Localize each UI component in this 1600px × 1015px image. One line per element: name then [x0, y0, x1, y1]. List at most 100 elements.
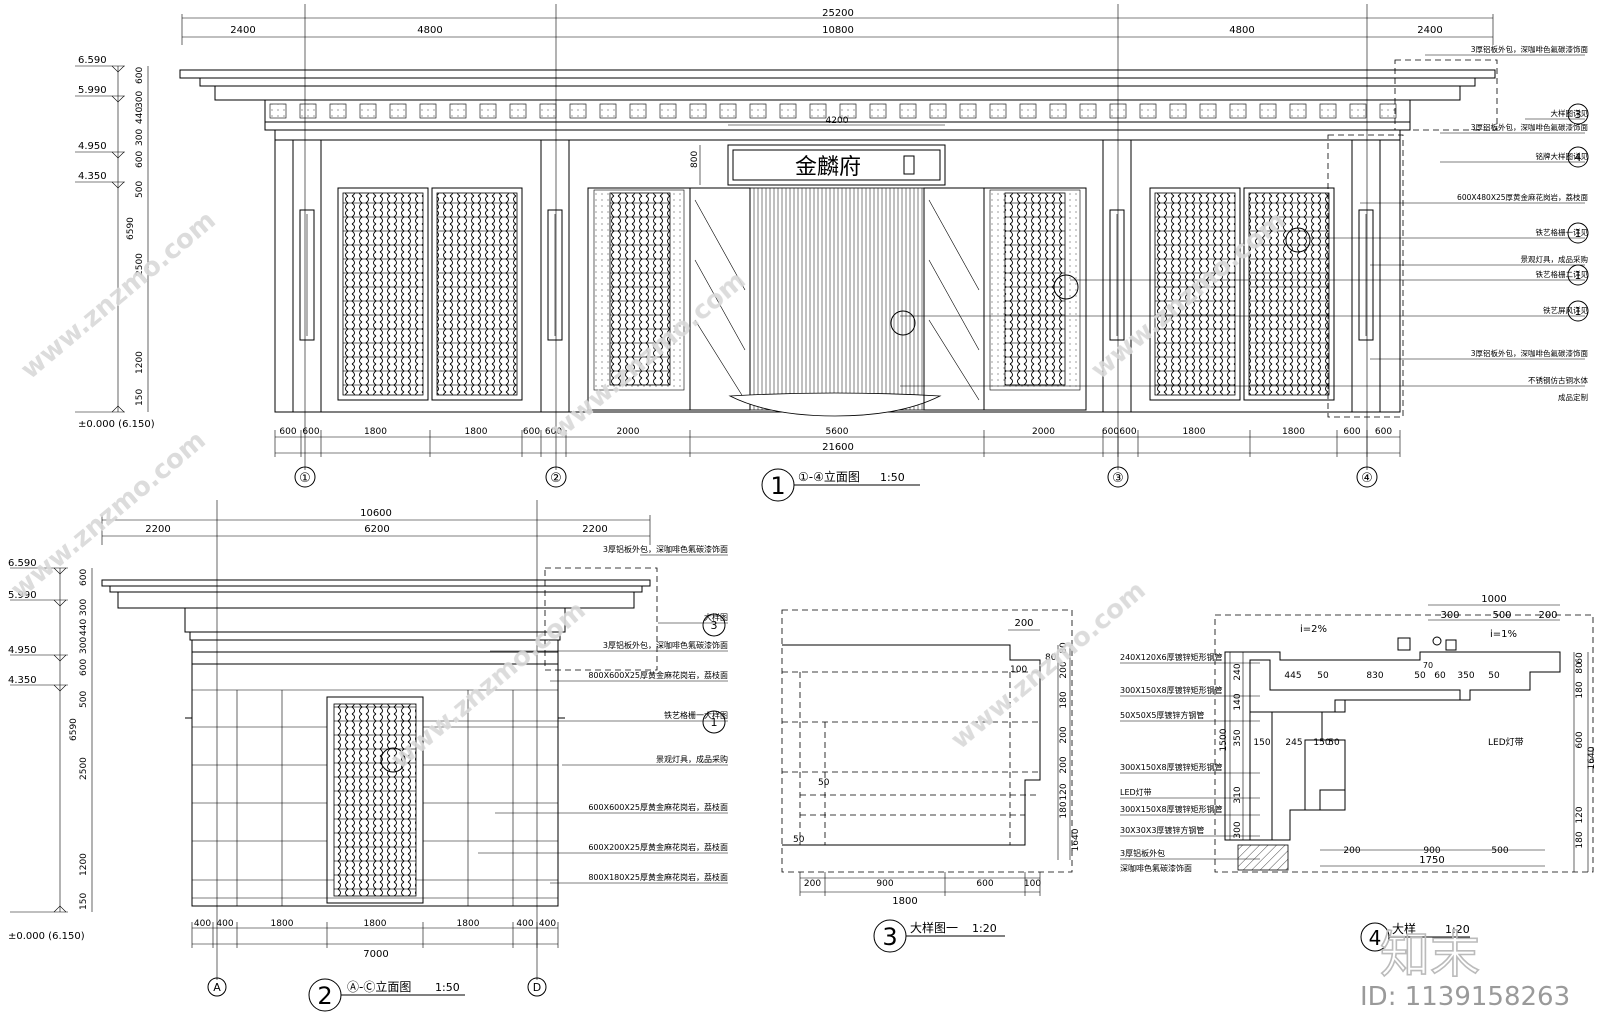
- frieze-block: [1379, 103, 1397, 119]
- watermark-text: www.znzmo.com: [15, 205, 221, 385]
- brand-logo-text: 知末: [1380, 926, 1480, 984]
- view1-bottom-dim: 1800: [1183, 427, 1206, 437]
- frieze-block: [509, 103, 527, 119]
- d3-right-dim: 180: [1059, 691, 1069, 708]
- frieze-block: [689, 103, 707, 119]
- view2-total: 7000: [363, 949, 388, 960]
- d3-right-dim: 1640: [1071, 828, 1081, 851]
- pillar-4: [1351, 139, 1381, 413]
- frieze-block: [899, 103, 917, 119]
- frieze-block: [989, 103, 1007, 119]
- level: 5.990: [8, 590, 37, 601]
- detail-ref-bubble: [702, 613, 726, 637]
- pillar-3: [1102, 139, 1132, 413]
- view1-note: 600X480X25厚黄金麻花岗岩，荔枝面: [1457, 192, 1588, 202]
- view2-dim: 2200: [582, 524, 607, 535]
- detail-ref-bubble: [1567, 264, 1589, 286]
- frieze-block: [599, 103, 617, 119]
- view1-note: 3厚铝板外包，深咖啡色氟碳漆饰面: [1471, 348, 1589, 358]
- view2-levels: 6.590 5.990 4.950 4.350 ±0.000 (6.150) 6…: [8, 558, 93, 942]
- view1-note: 大样图详见: [1551, 108, 1589, 118]
- frieze-block: [1229, 103, 1247, 119]
- level: 5.990: [78, 85, 107, 96]
- view2-bottom-dim: 1800: [457, 919, 480, 929]
- detail-ref: 1: [1575, 269, 1582, 282]
- frieze-block: [389, 103, 407, 119]
- vdim: 6590: [126, 217, 136, 240]
- d4-dim: 300: [1440, 610, 1459, 621]
- axis-label: ②: [550, 471, 562, 486]
- pillar-1: [292, 139, 322, 413]
- frieze-block: [629, 103, 647, 119]
- level: 6.590: [78, 55, 107, 66]
- frieze-block: [1109, 103, 1127, 119]
- view2-note: 3厚铝板外包，深咖啡色氟碳漆饰面: [603, 640, 728, 650]
- vdim: 150: [79, 893, 89, 910]
- frieze-block: [1319, 103, 1337, 119]
- frieze-block: [839, 103, 857, 119]
- vdim: 600: [135, 67, 145, 84]
- view2-note: 3厚铝板外包，深咖啡色氟碳漆饰面: [603, 544, 728, 554]
- axis-label: ①: [299, 471, 311, 486]
- callout-circle: [1053, 274, 1079, 300]
- view1-note: 成品定制: [1558, 392, 1588, 402]
- view2-note: 800X600X25厚黄金麻花岗岩，荔枝面: [588, 670, 728, 680]
- d4-inner-dim: 900: [1423, 846, 1440, 856]
- axis-label: ③: [1112, 471, 1124, 486]
- view2-elevation: 10600 2200 6200 2200: [8, 500, 728, 1012]
- vdim: 440: [135, 107, 145, 124]
- d4-dim: 200: [1538, 610, 1557, 621]
- d4-left-dim: 1500: [1219, 728, 1229, 751]
- vdim: 150: [135, 389, 145, 406]
- d3-bottom-dim: 100: [1024, 879, 1041, 889]
- d3-right-dim: 200: [1059, 726, 1069, 743]
- d4-inner-dim: 60: [1434, 671, 1446, 681]
- d4-right-dim: 120: [1575, 806, 1585, 823]
- d3-dim: 50: [793, 835, 805, 845]
- frieze-block: [959, 103, 977, 119]
- d4-inner-dim: 50: [1414, 671, 1426, 681]
- d4-inner-dim: 50: [1328, 738, 1340, 748]
- stone-grid: [192, 689, 558, 906]
- detail-ref: 3: [1575, 108, 1582, 121]
- callout-circle: [1285, 227, 1311, 253]
- title-number: 1: [770, 472, 785, 500]
- frieze-block: [1289, 103, 1307, 119]
- frieze-block: [1139, 103, 1157, 119]
- level: 4.950: [8, 645, 37, 656]
- water-feature: [728, 187, 942, 417]
- axis-label: ④: [1361, 471, 1373, 486]
- d3-right-dim: 200: [1059, 661, 1069, 678]
- callout-circle: [380, 747, 406, 773]
- frieze-block: [269, 103, 287, 119]
- frieze-block: [1199, 103, 1217, 119]
- axis-label: D: [533, 981, 541, 994]
- d4-left-dim: 300: [1233, 821, 1243, 838]
- d3-bottom-dim: 600: [976, 879, 993, 889]
- vdim: 440: [79, 619, 89, 636]
- view1-bottom-dim: 1800: [465, 427, 488, 437]
- lattice-panel: [337, 187, 429, 401]
- title-scale: 1:50: [880, 471, 905, 484]
- d3-dim: 100: [1010, 665, 1027, 675]
- title-text: ①-④立面图: [798, 469, 860, 484]
- axis-2: ②: [545, 466, 567, 488]
- vdim: 300: [135, 91, 145, 108]
- frieze-block: [869, 103, 887, 119]
- d4-slope: i=2%: [1300, 624, 1327, 635]
- d4-inner-dim: 830: [1366, 671, 1383, 681]
- vdim: 600: [135, 151, 145, 168]
- screen-left: [587, 187, 691, 411]
- view1-bottom-dim: 1800: [364, 427, 387, 437]
- view2-title: 2 Ⓐ-Ⓒ立面图 1:50: [308, 978, 465, 1012]
- view1-total: 21600: [822, 442, 854, 453]
- d3-right-dim: 180: [1059, 801, 1069, 818]
- detail-ref-bubble: [1567, 103, 1589, 125]
- view1-note: 3厚铝板外包，深咖啡色氟碳漆饰面: [1471, 122, 1589, 132]
- view1-note: 不锈钢仿古铜水体: [1528, 375, 1588, 385]
- view1-bottom-dim: 600: [545, 427, 562, 437]
